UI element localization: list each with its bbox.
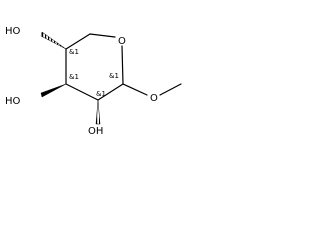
bond-c4-c5 <box>65 33 91 50</box>
bond-c2-c3 <box>65 83 99 101</box>
hydroxyl-top-label: HO <box>5 26 21 37</box>
ether-oxygen-label: O <box>150 93 158 104</box>
wedge-c2-oh <box>95 99 101 125</box>
stereo-label-c4: &1 <box>69 48 79 56</box>
stereo-label-c1: &1 <box>109 72 119 80</box>
structure-diagram: O HO HO OH O &1 &1 &1 &1 <box>5 26 182 137</box>
bond-c5-ringO <box>89 33 116 38</box>
hydroxyl-left-label: HO <box>5 96 21 107</box>
hydroxyl-bottom-label: OH <box>88 126 103 137</box>
ring-oxygen-label: O <box>118 36 126 47</box>
bond-etherO-methyl <box>159 83 182 96</box>
bond-c1-c2 <box>97 83 124 101</box>
stereo-label-c2: &1 <box>96 90 106 98</box>
wedge-c3-oh <box>40 83 67 98</box>
stereo-label-c3: &1 <box>69 73 79 81</box>
bond-c1-etherO <box>122 83 148 96</box>
wedge-c4-oh <box>40 31 67 50</box>
bond-ringO-c1 <box>121 45 124 85</box>
